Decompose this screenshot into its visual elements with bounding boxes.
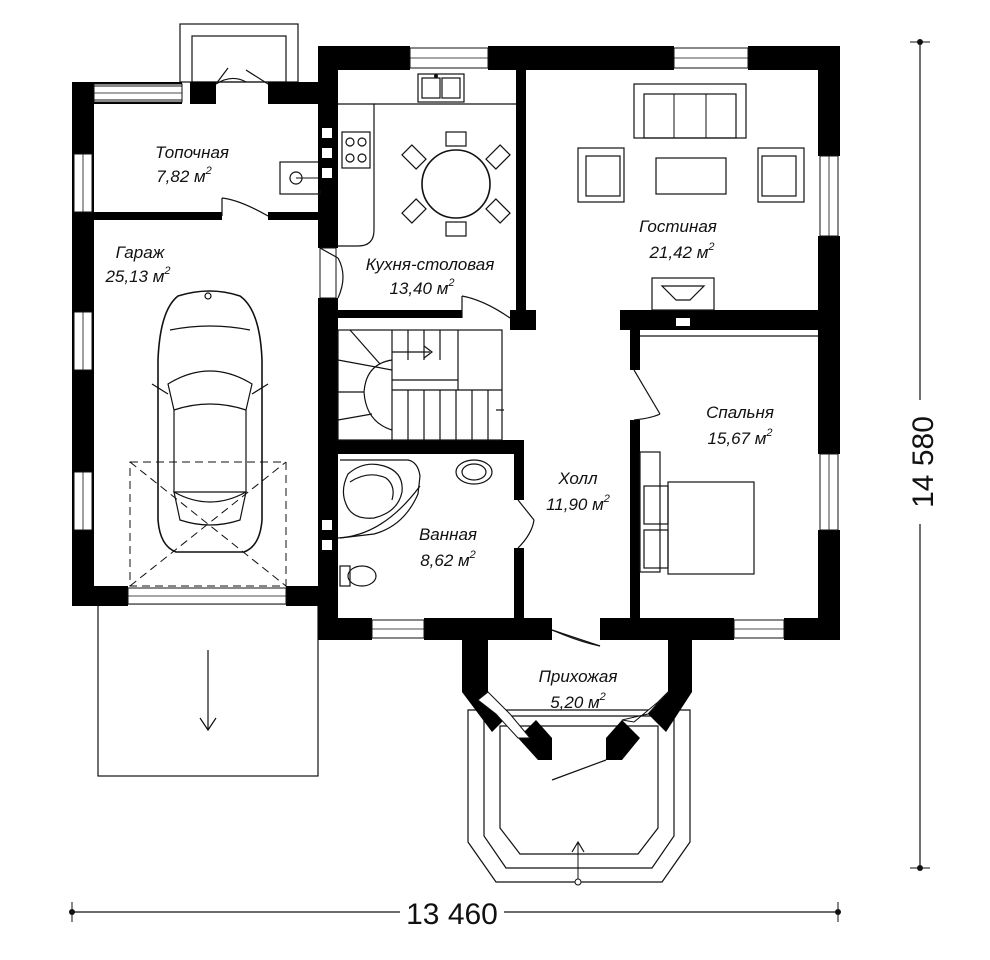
room-garage: Гараж 25,13 м2 — [104, 243, 170, 286]
room-name: Топочная — [155, 143, 229, 162]
room-living: Гостиная 21,42 м2 — [639, 217, 717, 262]
svg-text:8,62 м2: 8,62 м2 — [420, 549, 476, 570]
room-name: Спальня — [706, 403, 774, 422]
room-area-sup: 2 — [205, 165, 212, 177]
room-area-sup: 2 — [603, 493, 610, 505]
room-area-sup: 2 — [447, 277, 454, 289]
svg-text:25,13 м2: 25,13 м2 — [104, 265, 170, 286]
living-furniture — [577, 83, 805, 326]
width-label: 13 460 — [406, 898, 498, 931]
room-name: Гараж — [116, 243, 166, 262]
svg-text:11,90 м2: 11,90 м2 — [546, 493, 610, 514]
room-kitchen: Кухня-столовая 13,40 м2 — [366, 255, 495, 298]
doors — [215, 67, 661, 781]
room-area-sup: 2 — [765, 427, 772, 439]
room-area: 5,20 м — [550, 693, 600, 712]
windows — [73, 47, 839, 739]
room-area-sup: 2 — [599, 691, 606, 703]
room-bathroom: Ванная 8,62 м2 — [419, 525, 477, 570]
room-area: 13,40 м — [389, 279, 448, 298]
height-label: 14 580 — [907, 416, 940, 508]
svg-text:13,40 м2: 13,40 м2 — [389, 277, 454, 298]
svg-text:5,20 м2: 5,20 м2 — [550, 691, 606, 712]
room-name: Прихожая — [539, 667, 618, 686]
room-bedroom: Спальня 15,67 м2 — [706, 403, 774, 448]
boiler-fixtures — [279, 120, 338, 568]
svg-text:21,42 м2: 21,42 м2 — [648, 241, 714, 262]
room-area: 21,42 м — [648, 243, 708, 262]
room-area-sup: 2 — [707, 241, 714, 253]
car — [129, 290, 287, 587]
driveway — [97, 603, 319, 777]
svg-text:15,67 м2: 15,67 м2 — [707, 427, 772, 448]
bedroom-furniture — [639, 335, 818, 575]
room-boiler: Топочная 7,82 м2 — [155, 143, 229, 186]
boiler-porch — [179, 23, 299, 83]
room-name: Гостиная — [639, 217, 717, 236]
dimension-width: 13 460 — [69, 896, 841, 931]
room-entrance: Прихожая 5,20 м2 — [539, 667, 618, 712]
room-name: Холл — [557, 469, 598, 488]
room-area: 7,82 м — [156, 167, 206, 186]
room-name: Кухня-столовая — [366, 255, 495, 274]
kitchen-furniture — [338, 73, 516, 247]
room-name: Ванная — [419, 525, 477, 544]
svg-text:7,82 м2: 7,82 м2 — [156, 165, 212, 186]
room-area-sup: 2 — [163, 265, 170, 277]
room-area: 25,13 м — [104, 267, 164, 286]
staircase — [337, 329, 504, 441]
room-area: 8,62 м — [420, 551, 470, 570]
room-hall: Холл 11,90 м2 — [546, 469, 610, 514]
front-porch — [467, 709, 691, 886]
room-area-sup: 2 — [469, 549, 476, 561]
dimension-height: 14 580 — [902, 39, 940, 871]
room-area: 15,67 м — [707, 429, 766, 448]
bathroom-fixtures — [329, 459, 493, 587]
room-area: 11,90 м — [546, 495, 604, 514]
